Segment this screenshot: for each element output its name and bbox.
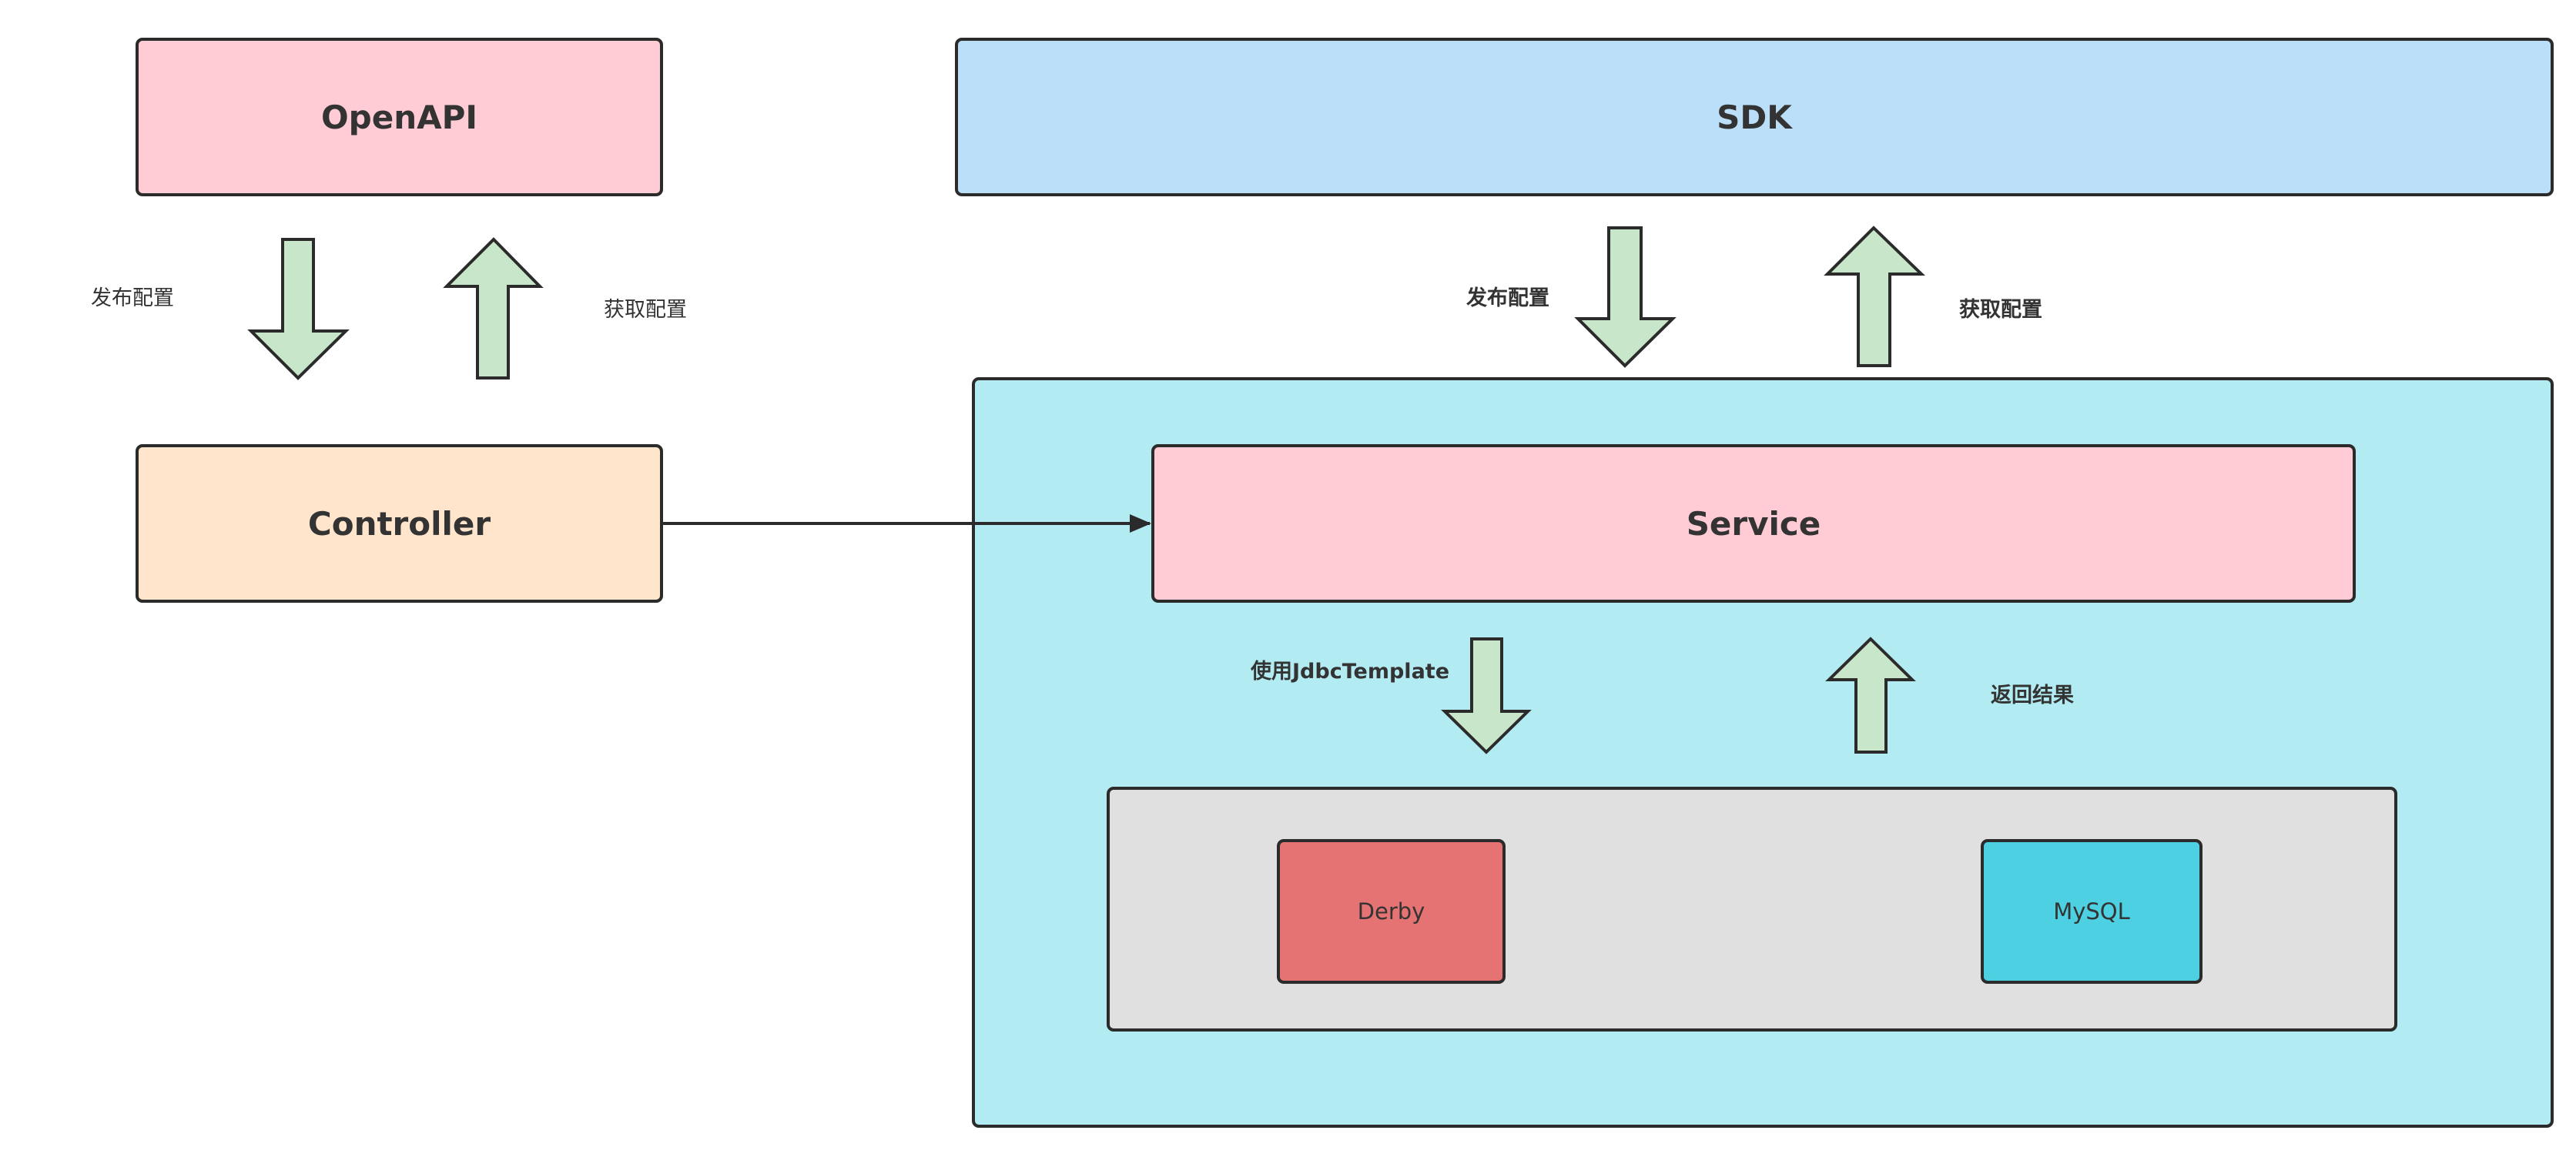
service-jdbc-arrow [1441, 637, 1532, 754]
derby-node[interactable]: Derby [1277, 839, 1506, 984]
service-jdbc-label: 使用JdbcTemplate [1251, 660, 1450, 684]
service-node[interactable]: Service [1151, 444, 2356, 603]
controller-node[interactable]: Controller [136, 444, 663, 603]
sdk-publish-label: 发布配置 [1466, 286, 1549, 310]
db-return-arrow [1825, 637, 1916, 754]
mysql-node[interactable]: MySQL [1981, 839, 2202, 984]
controller-to-service-arrowhead [1130, 514, 1151, 533]
openapi-publish-arrow [247, 238, 350, 380]
controller-label: Controller [307, 504, 491, 543]
sdk-node[interactable]: SDK [955, 38, 2554, 196]
sdk-fetch-arrow [1824, 226, 1925, 367]
derby-label: Derby [1357, 898, 1425, 925]
openapi-publish-label: 发布配置 [91, 286, 174, 310]
sdk-publish-arrow [1574, 226, 1677, 368]
openapi-node[interactable]: OpenAPI [136, 38, 663, 196]
sdk-fetch-label: 获取配置 [1959, 298, 2042, 322]
service-label: Service [1686, 504, 1821, 543]
db-return-label: 返回结果 [1991, 684, 2074, 707]
openapi-label: OpenAPI [320, 98, 478, 136]
sdk-label: SDK [1717, 98, 1792, 136]
mysql-label: MySQL [2053, 898, 2130, 925]
openapi-fetch-arrow [443, 237, 544, 380]
openapi-fetch-label: 获取配置 [604, 298, 687, 322]
